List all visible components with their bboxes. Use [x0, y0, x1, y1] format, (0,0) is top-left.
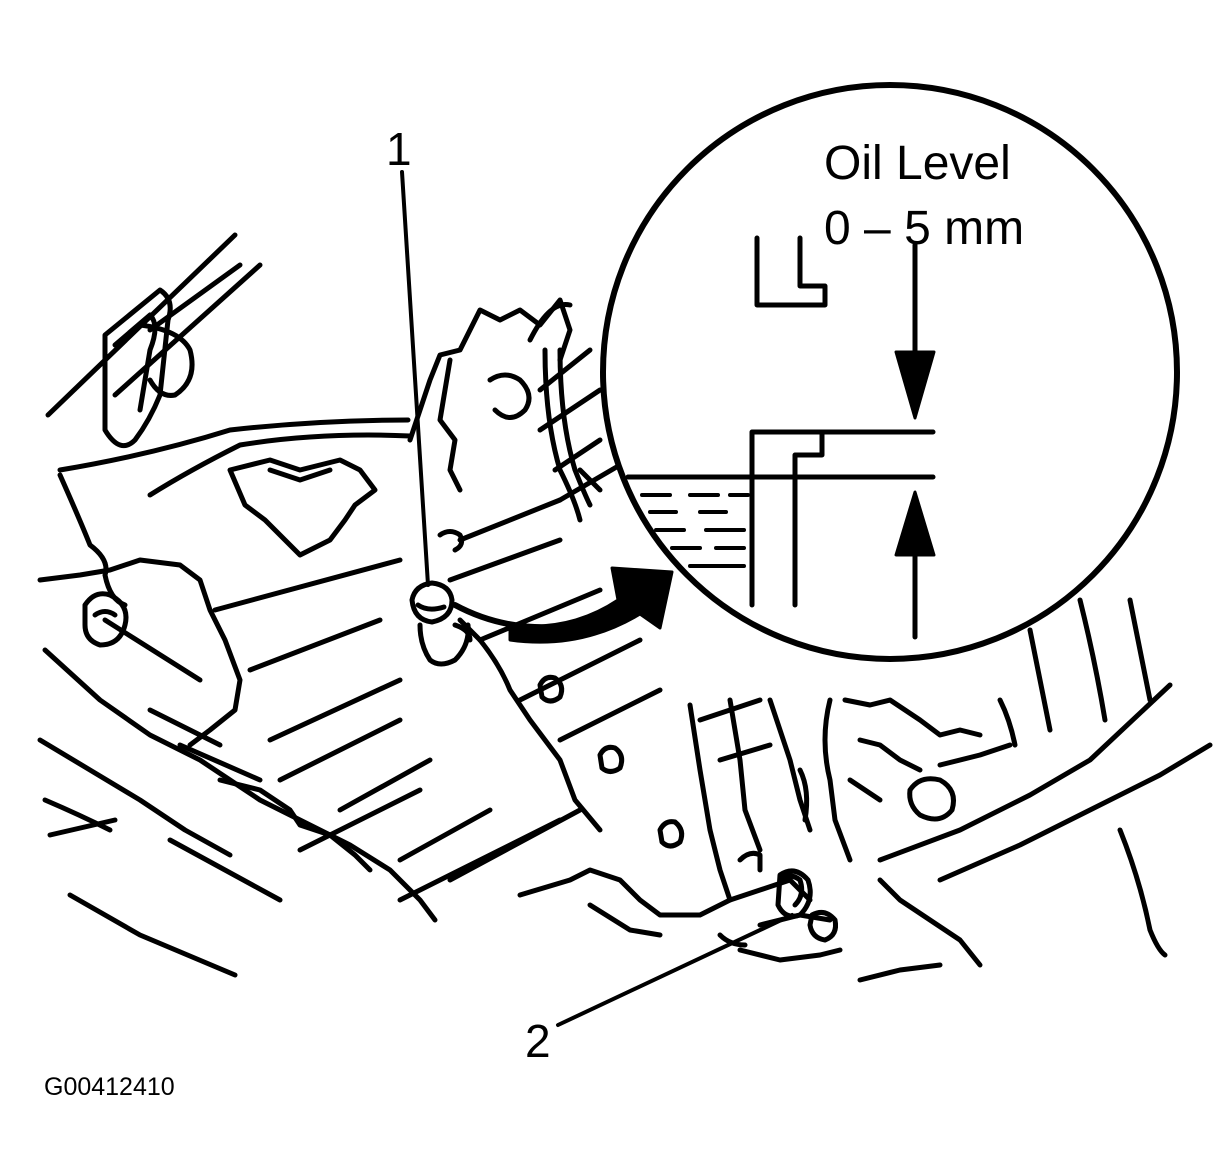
- callout-1-leader: [400, 170, 430, 587]
- callout-2-leader: [556, 913, 794, 1027]
- oil-level-range: 0 – 5 mm: [824, 202, 1025, 255]
- callout-2-label: 2: [525, 1015, 551, 1067]
- oil-level-title: Oil Level: [824, 137, 1011, 190]
- callout-1-label: 1: [386, 123, 412, 175]
- oil-level-inset: [600, 82, 1180, 662]
- oil-hatching: [640, 493, 750, 568]
- transmission-case-illustration: [37, 232, 1213, 983]
- figure-code: G00412410: [44, 1073, 175, 1101]
- up-arrow-icon: [894, 490, 936, 557]
- down-arrow-icon: [894, 350, 936, 420]
- curved-arrow-to-inset: [452, 566, 674, 644]
